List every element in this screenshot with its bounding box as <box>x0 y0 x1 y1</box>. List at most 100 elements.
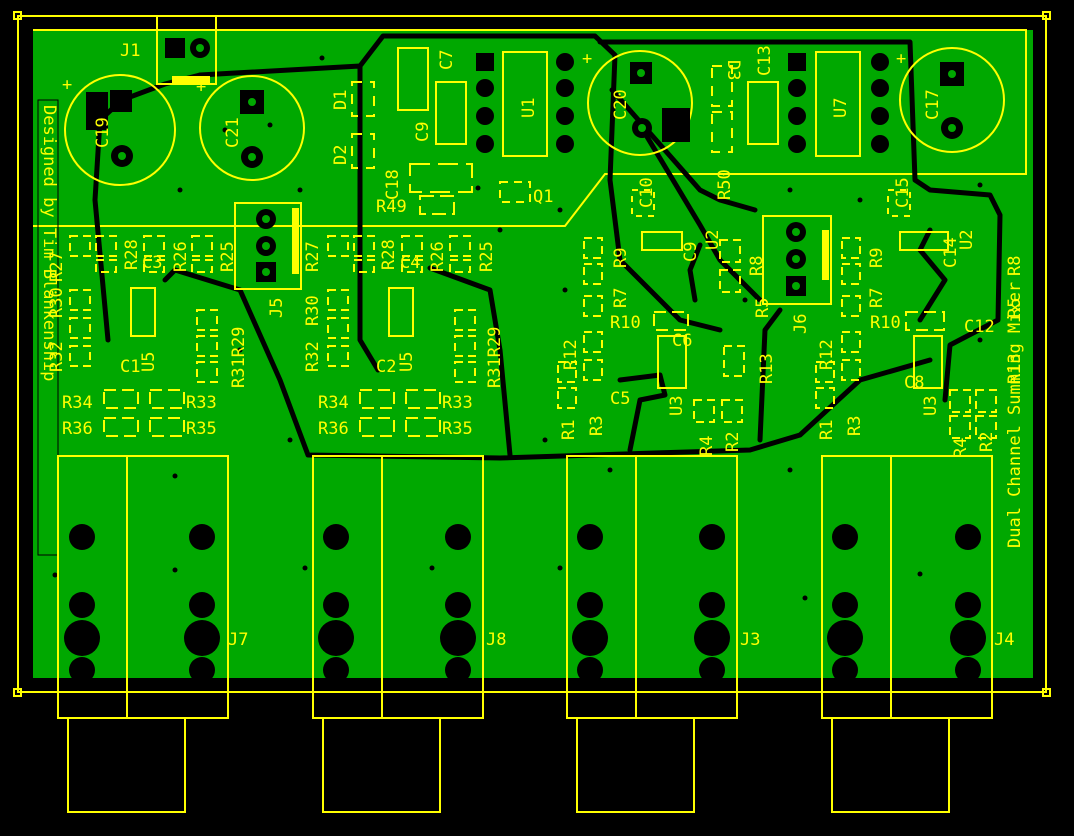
label-c12-b: C12 <box>964 317 995 337</box>
label-c5-a: C5 <box>610 389 630 409</box>
label-r36-b: R36 <box>318 419 349 439</box>
label-r4-a: R4 <box>697 436 717 456</box>
label-j6: J6 <box>791 314 811 334</box>
c9-capacitor <box>435 81 467 145</box>
label-r36-a: R36 <box>62 419 93 439</box>
label-r4-b: R4 <box>951 438 971 458</box>
shield-outline <box>33 29 1027 227</box>
c13-capacitor <box>747 81 779 145</box>
label-d2: D2 <box>331 145 351 165</box>
d3-diode <box>711 65 733 107</box>
u7-ic <box>788 51 889 157</box>
label-r26-b: R26 <box>428 241 448 272</box>
label-c9: C9 <box>413 122 433 142</box>
label-c2-b: C2 <box>376 357 396 377</box>
label-r7-a: R7 <box>611 288 631 308</box>
label-u7: U7 <box>831 98 851 118</box>
label-c20: C20 <box>611 89 631 120</box>
label-u2-a: U2 <box>703 230 723 250</box>
c19-capacitor <box>64 74 176 186</box>
label-c4-b: C4 <box>400 253 420 273</box>
c20-capacitor <box>587 50 693 156</box>
corner-mark-tl <box>13 11 22 20</box>
traces <box>92 33 1003 461</box>
corner-mark-tr <box>1042 11 1051 20</box>
label-j5: J5 <box>267 298 287 318</box>
label-plus-c20: + <box>582 49 592 69</box>
label-r35-a: R35 <box>186 419 217 439</box>
label-u2-b: U2 <box>957 230 977 250</box>
label-c6-a: C6 <box>672 331 692 351</box>
label-r25-a: R25 <box>218 241 238 272</box>
jack-j3 <box>566 455 738 813</box>
label-c21: C21 <box>223 117 243 148</box>
c7-capacitor <box>397 47 429 111</box>
label-q1: Q1 <box>533 187 553 207</box>
jack-j4 <box>821 455 993 813</box>
label-j8: J8 <box>486 630 506 650</box>
label-r28-b: R28 <box>379 239 399 270</box>
label-r25-b: R25 <box>477 241 497 272</box>
label-r5-a: R5 <box>753 298 773 318</box>
label-r10-a: R10 <box>610 313 641 333</box>
r49-resistor <box>419 195 455 215</box>
label-c9-b: C9 <box>681 242 701 262</box>
label-r33-a: R33 <box>186 393 217 413</box>
vias <box>52 55 983 601</box>
channel-c-parts <box>557 231 745 423</box>
label-r8-a: R8 <box>747 256 767 276</box>
label-r8-b: R8 <box>1005 256 1025 276</box>
label-r1-b: R1 <box>817 420 837 440</box>
label-r7-b: R7 <box>867 288 887 308</box>
label-c15: C15 <box>893 177 913 208</box>
designer-credit-band <box>37 99 59 556</box>
label-r5-b: R5 <box>1005 298 1025 318</box>
label-plus-c19: + <box>62 75 72 95</box>
label-r34-b: R34 <box>318 393 349 413</box>
label-u5-a: U5 <box>139 352 159 372</box>
label-c19: C19 <box>93 117 113 148</box>
c21-capacitor <box>199 75 305 181</box>
label-plus-c21: + <box>196 77 206 97</box>
jack-j8 <box>312 455 484 813</box>
label-r9-b: R9 <box>867 248 887 268</box>
label-c13: C13 <box>755 45 775 76</box>
d1-diode <box>351 81 375 117</box>
label-r27-b: R27 <box>303 241 323 272</box>
label-c18: C18 <box>383 169 403 200</box>
label-r9-a: R9 <box>611 248 631 268</box>
label-r27-a: R27 <box>47 251 67 282</box>
label-c8-b: C8 <box>904 373 924 393</box>
label-r12-b: R12 <box>817 339 837 370</box>
label-c1-a: C1 <box>120 357 140 377</box>
label-r13-a: R13 <box>757 353 777 384</box>
label-r26-a: R26 <box>171 241 191 272</box>
label-r10-b: R10 <box>870 313 901 333</box>
board-outline <box>17 15 1047 693</box>
label-r30-b: R30 <box>303 295 323 326</box>
label-r32-a: R32 <box>47 341 67 372</box>
c18-capacitor <box>409 163 473 193</box>
j1-header <box>156 15 217 85</box>
label-c17: C17 <box>923 89 943 120</box>
label-r13-b: R13 <box>1005 353 1025 384</box>
q1-transistor <box>499 181 531 203</box>
label-r30-a: R30 <box>47 287 67 318</box>
board-title: Dual Channel Summing Mixer <box>1005 282 1025 548</box>
label-r35-b: R35 <box>442 419 473 439</box>
label-r3-b: R3 <box>845 416 865 436</box>
label-r28-a: R28 <box>122 239 142 270</box>
channel-d-parts <box>815 231 997 439</box>
u1-ic <box>476 51 574 157</box>
label-u5-b: U5 <box>397 352 417 372</box>
label-j3: J3 <box>740 630 760 650</box>
label-u3-b: U3 <box>921 396 941 416</box>
designer-credit: Designed by Tim Blankenship <box>39 105 59 381</box>
label-j1: J1 <box>120 41 140 61</box>
label-u3-a: U3 <box>667 396 687 416</box>
corner-mark-br <box>1042 688 1051 697</box>
label-r33-b: R33 <box>442 393 473 413</box>
jack-j7 <box>57 455 229 813</box>
label-j7: J7 <box>228 630 248 650</box>
